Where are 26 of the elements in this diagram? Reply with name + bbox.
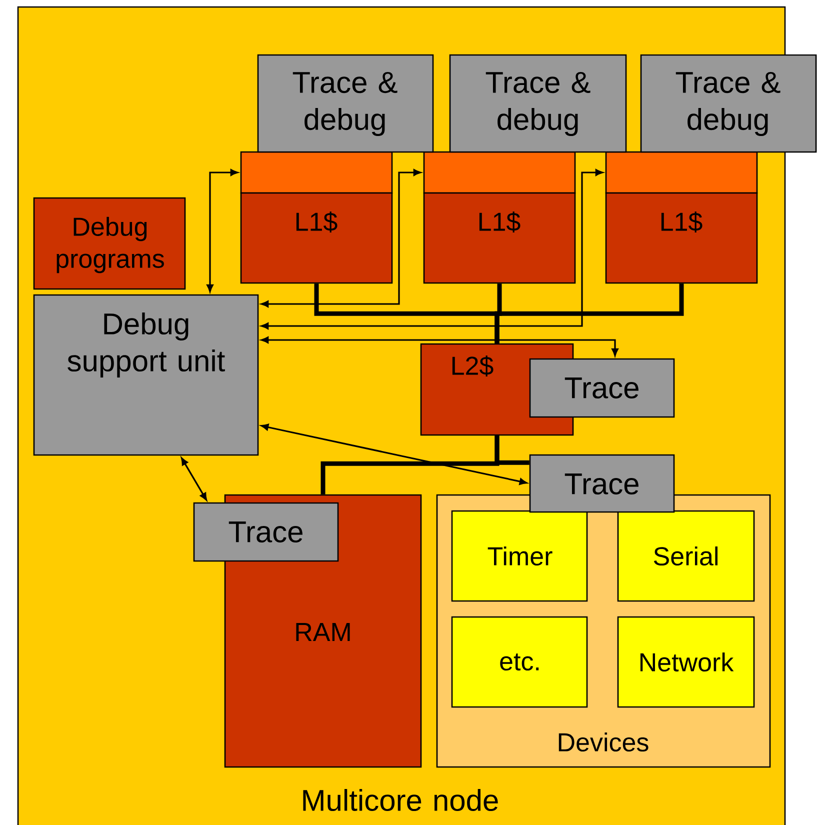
cpu-box — [423, 151, 576, 194]
cache-box: L1$ — [605, 192, 758, 284]
debug-programs-box: Debug programs — [33, 197, 186, 290]
trace-box: Trace — [529, 358, 675, 418]
trace-debug-box: Trace & debug — [257, 54, 434, 153]
cache-box: L1$ — [423, 192, 576, 284]
device-box: Network — [617, 616, 755, 708]
trace-debug-box: Trace & debug — [640, 54, 817, 153]
device-box: Serial — [617, 510, 755, 602]
double-arrow — [260, 169, 422, 308]
double-arrow — [260, 169, 604, 330]
cpu-box — [240, 151, 393, 194]
double-arrow — [181, 458, 208, 500]
bus-line — [494, 284, 684, 344]
double-arrow — [260, 336, 618, 356]
cpu-box — [605, 151, 758, 194]
cache-box: L1$ — [240, 192, 393, 284]
bus-line — [494, 436, 530, 465]
trace-box: Trace — [193, 502, 339, 562]
trace-debug-box: Trace & debug — [449, 54, 627, 153]
double-arrow — [206, 169, 238, 292]
double-arrow — [260, 424, 528, 485]
device-box: Timer — [451, 510, 588, 602]
device-box: etc. — [451, 616, 588, 708]
trace-box: Trace — [529, 454, 675, 513]
debug-unit-box: Debug support unit — [33, 294, 259, 456]
